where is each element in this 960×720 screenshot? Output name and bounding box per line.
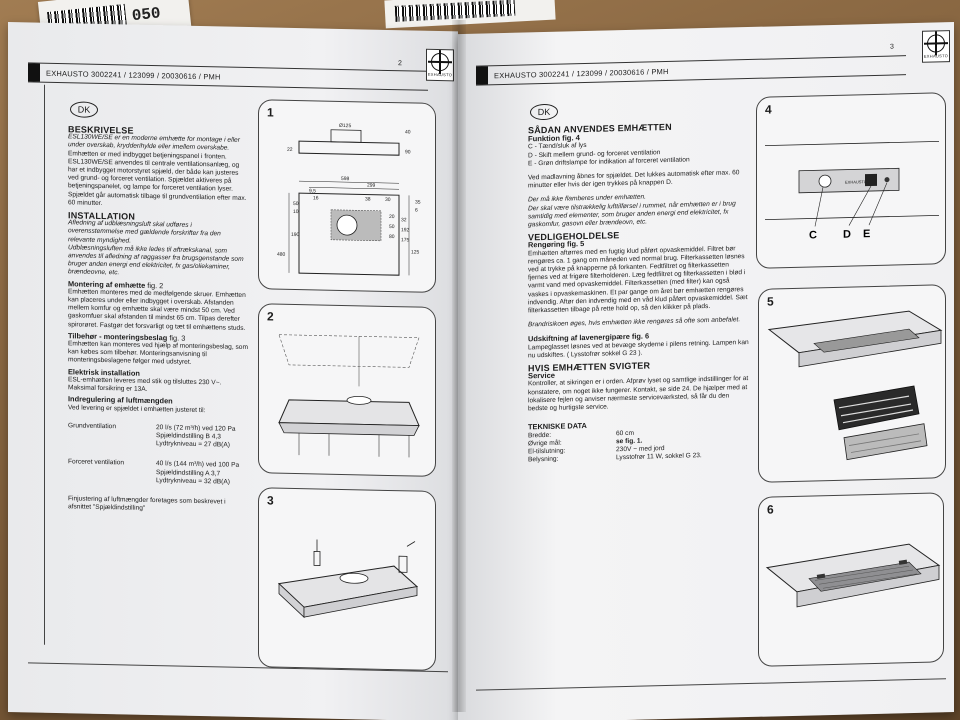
figure-4-control-panel: 4 EXHAUSTO C D E	[756, 92, 946, 269]
dimension-label: 16	[313, 195, 319, 201]
ventilation-button-icon	[865, 173, 877, 187]
paragraph: Udblæsningsluften må ikke ledes til aftr…	[68, 244, 244, 277]
language-badge: DK	[530, 103, 558, 121]
dimension-label: 50	[389, 224, 395, 230]
dimension-label: 125	[411, 249, 420, 255]
manual-page-right: EXHAUSTO 3002241 / 123099 / 20030616 / P…	[458, 22, 954, 720]
barcode-number: 050	[130, 4, 162, 26]
dimension-label: 40	[405, 129, 411, 135]
footer-rule	[476, 678, 946, 691]
dimension-label: 80	[389, 234, 395, 240]
dimension-label: 9,5	[309, 188, 316, 194]
figure-6-lamp: 6	[758, 492, 944, 667]
exhausto-logo: EXHAUSTO	[922, 30, 950, 63]
dimension-label: 480	[277, 252, 286, 258]
dimension-label: 30	[385, 197, 391, 203]
paragraph: Kontroller, at sikringen er i orden. Afp…	[528, 375, 749, 413]
page-number: 3	[890, 43, 894, 51]
dimension-label: 192	[401, 227, 410, 233]
manual-page-left: EXHAUSTO 3002241 / 123099 / 20030616 / P…	[8, 22, 458, 720]
paragraph: Finjustering af luftmængder foretages so…	[68, 495, 226, 513]
spec-row: Forceret ventilation 40 l/s (144 m³/h) v…	[68, 458, 240, 486]
paragraph: Emhætten er med indbygget betjeningspane…	[68, 149, 247, 207]
dimension-label: 22	[287, 147, 293, 153]
paragraph: Brandrisikoen øges, hvis emhætten ikke r…	[528, 316, 741, 329]
page-header: EXHAUSTO 3002241 / 123099 / 20030616 / P…	[28, 62, 428, 91]
document-reference: EXHAUSTO 3002241 / 123099 / 20030616 / P…	[494, 66, 669, 80]
dimension-label: 598	[341, 176, 350, 182]
mounting-drawing	[278, 334, 420, 458]
paragraph: Emhætten monteres med de medfølgende skr…	[68, 288, 246, 332]
dimension-label: Ø125	[339, 123, 351, 129]
dimension-drawing: Ø125 598 299 9,5 16 38 30 480 190 50 10 …	[277, 123, 421, 276]
page-number: 2	[398, 60, 402, 68]
language-badge: DK	[70, 101, 98, 118]
control-panel-drawing: EXHAUSTO C D E	[765, 140, 939, 242]
status-lamp-icon	[884, 177, 890, 183]
document-reference: EXHAUSTO 3002241 / 123099 / 20030616 / P…	[46, 68, 221, 81]
page-header: EXHAUSTO 3002241 / 123099 / 20030616 / P…	[476, 55, 906, 86]
paragraph: ESL-emhætten leveres med stik og tilslut…	[68, 376, 222, 394]
exhausto-logo: EXHAUSTO	[426, 48, 454, 82]
filter-drawing	[767, 310, 943, 461]
light-button-icon	[818, 174, 832, 188]
callout-label: D	[843, 229, 851, 241]
dimension-label: 299	[367, 183, 376, 189]
paragraph: Emhætten kan monteres ved hjælp af monte…	[68, 340, 248, 367]
dimension-label: 20	[389, 214, 395, 220]
figure-1-dimensions: 1 Ø125 598 299 9,5 16 38 30 480 190 50 1…	[258, 99, 436, 293]
lamp-drawing	[765, 543, 941, 608]
paragraph: Ved madlavning åbnes for spjældet. Det l…	[528, 169, 740, 190]
dimension-label: 10	[293, 209, 299, 215]
callout-label: C	[809, 229, 817, 241]
bracket-drawing	[277, 539, 419, 619]
dimension-label: 38	[365, 196, 371, 202]
margin-rule	[44, 84, 45, 645]
book-spine	[452, 20, 466, 712]
left-text-column: BESKRIVELSE ESL130WE/SE er en moderne em…	[68, 121, 248, 515]
paragraph: Emhætten aftørres med en fugtig klud påf…	[528, 244, 748, 315]
right-text-column: SÅDAN ANVENDES EMHÆTTEN Funktion fig. 4 …	[528, 117, 750, 465]
paragraph: Der skal være tilstrækkelig lufttilførse…	[528, 199, 736, 229]
paragraph: Afledning af udblæsningsluft skal udføre…	[68, 219, 221, 245]
barcode-icon	[394, 0, 516, 22]
header-marker	[476, 66, 488, 85]
spec-row: Grundventilation 20 l/s (72 m³/h) ved 12…	[68, 421, 236, 449]
dimension-label: 190	[291, 232, 300, 238]
dimension-label: 175	[401, 237, 410, 243]
crosshair-logo-icon	[431, 52, 449, 72]
figure-3-bracket: 3	[258, 487, 436, 671]
crosshair-logo-icon	[927, 34, 945, 53]
dimension-label: 32	[401, 217, 407, 223]
dimension-label: 90	[405, 149, 411, 155]
dimension-label: 6	[415, 208, 418, 214]
dimension-label: 50	[293, 201, 299, 207]
header-marker	[28, 63, 40, 82]
figure-2-mounting: 2	[258, 303, 436, 477]
figure-5-filter: 5	[758, 284, 946, 483]
svg-text:EXHAUSTO: EXHAUSTO	[845, 179, 867, 185]
dimension-label: 35	[415, 200, 421, 206]
callout-label: E	[863, 228, 870, 240]
